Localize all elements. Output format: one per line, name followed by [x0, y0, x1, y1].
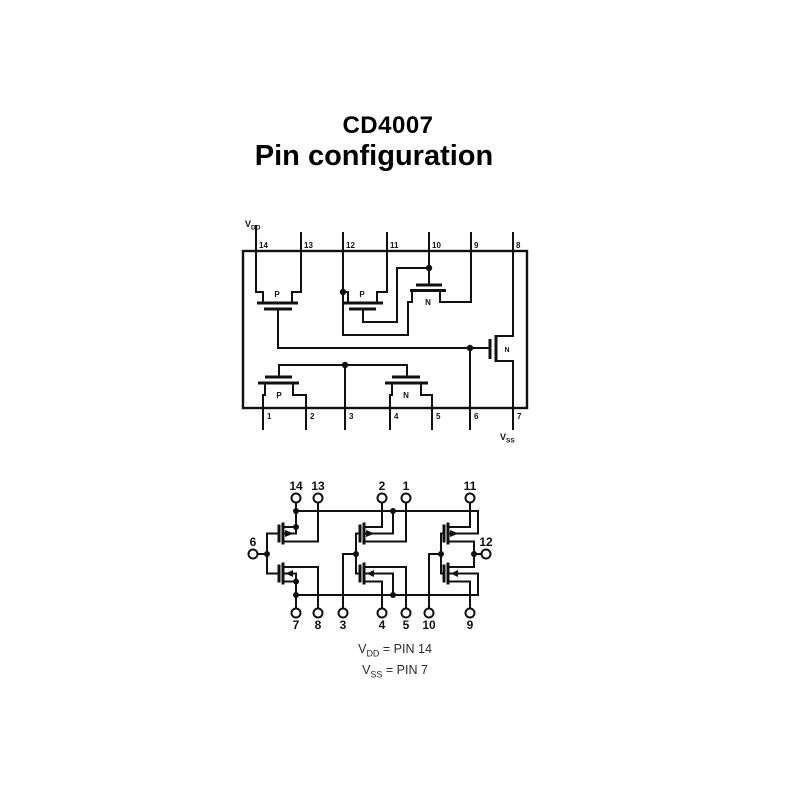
- pin-number: 2: [379, 479, 386, 493]
- supply-note: VDD = PIN 14 VSS = PIN 7: [300, 641, 490, 682]
- pin-number: 12: [479, 535, 493, 549]
- pkg-top-pin-label: 9: [474, 241, 479, 250]
- pin-terminal: [337, 607, 349, 619]
- pkg-bottom-pin-label: 1: [267, 412, 272, 421]
- package-wires: [255, 225, 514, 430]
- package-outline: [241, 249, 529, 410]
- pkg-bottom-pin-label: 6: [474, 412, 479, 421]
- vdd-label: VDD: [245, 219, 261, 232]
- pkg-bottom-pin-label: 4: [394, 412, 399, 421]
- pin-number: 4: [379, 618, 386, 632]
- pin-number: 1: [403, 479, 410, 493]
- pin-terminal: [312, 607, 324, 619]
- pin-terminal: [400, 607, 412, 619]
- pkg-top-pin-label: 12: [346, 241, 355, 250]
- transistor-type-label: N: [425, 298, 431, 307]
- pin-terminal: [290, 607, 302, 619]
- p-body-arrow: [366, 530, 375, 537]
- n-body-arrow: [366, 570, 374, 577]
- pkg-top-pin-label: 13: [304, 241, 313, 250]
- pkg-top-pin-label: 10: [432, 241, 441, 250]
- transistor-junction-dots: [264, 508, 477, 598]
- n-body-arrow: [450, 570, 458, 577]
- pin-number: 9: [467, 618, 474, 632]
- pkg-top-pin-label: 14: [259, 241, 268, 250]
- vss-label: VSS: [500, 432, 515, 445]
- pin-number: 11: [464, 479, 477, 493]
- transistor-type-label: P: [274, 290, 280, 299]
- n-body-arrow: [285, 570, 293, 577]
- pin-number: 5: [403, 618, 410, 632]
- transistor-type-label: P: [276, 391, 282, 400]
- pin-number: 14: [289, 479, 303, 493]
- pin-number: 6: [250, 535, 257, 549]
- pin-terminal: [464, 492, 476, 504]
- pin-terminal: [423, 607, 435, 619]
- pkg-bottom-pin-label: 7: [517, 412, 522, 421]
- transistor-schematic: 14 13 2 1 11 6 12 7 8 3 4 5 10 9: [247, 479, 493, 632]
- pin-terminal: [376, 607, 388, 619]
- transistor-wires: [256, 501, 483, 610]
- pin-terminal: [400, 492, 412, 504]
- vss-note: VSS = PIN 7: [362, 662, 428, 680]
- pin-number: 10: [422, 618, 436, 632]
- pin-terminal: [464, 607, 476, 619]
- pkg-bottom-pin-label: 2: [310, 412, 315, 421]
- transistor-type-label: N: [504, 347, 509, 354]
- pkg-top-pin-label: 11: [390, 241, 399, 250]
- pin-number: 7: [293, 618, 300, 632]
- pin-number: 13: [311, 479, 325, 493]
- pkg-top-pin-label: 8: [516, 241, 521, 250]
- chip-title: CD4007: [342, 112, 434, 139]
- pkg-bottom-pin-label: 3: [349, 412, 354, 421]
- package-transistor-bars: [257, 283, 498, 385]
- p-body-arrow: [285, 530, 294, 537]
- pin-terminal: [480, 548, 492, 560]
- package-junction-dots: [339, 264, 474, 369]
- transistor-type-label: N: [403, 391, 409, 400]
- pin-number: 8: [315, 618, 322, 632]
- pin-terminals: [247, 492, 492, 619]
- transistor-type-label: P: [359, 290, 365, 299]
- pin-terminal: [290, 492, 302, 504]
- pin-terminal: [376, 492, 388, 504]
- mosfet-bars: [277, 522, 450, 585]
- pkg-bottom-pin-label: 5: [436, 412, 441, 421]
- page-title: Pin configuration: [254, 140, 494, 172]
- pin-terminal: [312, 492, 324, 504]
- body-arrows: [285, 530, 459, 577]
- p-body-arrow: [450, 530, 459, 537]
- vdd-note: VDD = PIN 14: [358, 642, 432, 659]
- pin-number: 3: [340, 618, 347, 632]
- pin-terminal: [247, 548, 259, 560]
- package-schematic: VDD VSS 14 13 12 11 10 9 8 1 2 3 4 5 6 7…: [241, 219, 529, 445]
